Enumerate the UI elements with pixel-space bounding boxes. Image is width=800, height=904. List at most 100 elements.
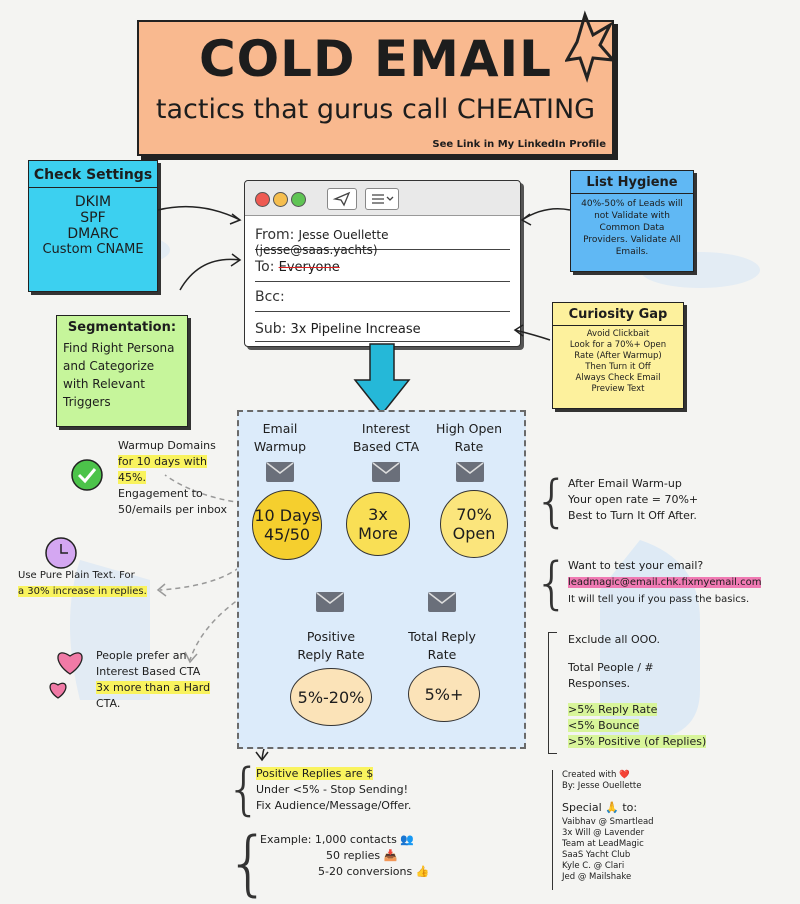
curiosity-line: Preview Text (591, 384, 645, 394)
curiosity-line: Then Turn it Off (585, 362, 651, 372)
envelope-icon (428, 592, 456, 612)
credits-name: SaaS Yacht Club (562, 850, 631, 860)
brace-icon: { (226, 822, 271, 904)
metric-warmup-value: 45/50 (263, 525, 311, 544)
close-dot-icon[interactable] (255, 192, 270, 207)
warmup-right-note: After Email Warm-up Your open rate = 70%… (568, 477, 699, 522)
metric-warmup-circle: 10 Days 45/50 (252, 490, 322, 560)
metrics-box (237, 410, 526, 749)
cta-note-highlight: 3x more than a Hard (96, 681, 211, 694)
menu-icon[interactable] (365, 188, 399, 210)
starburst-icon (565, 10, 615, 83)
credits-name: Jed @ Mailshake (562, 872, 632, 882)
warmup-note-post: Engagement to 50/emails per inbox (118, 487, 227, 516)
segmentation-note: Segmentation: Find Right Persona and Cat… (56, 315, 188, 427)
minimize-dot-icon[interactable] (273, 192, 288, 207)
metric-cta-label: Interest Based CTA (352, 421, 420, 454)
exclude-note: Exclude all OOO. (568, 633, 660, 646)
stat-item: <5% Bounce (568, 719, 640, 732)
bcc-field[interactable]: Bcc: (255, 289, 510, 312)
subject-label: Sub: (255, 321, 287, 337)
envelope-icon (266, 462, 294, 482)
title-main: COLD EMAIL (198, 30, 553, 88)
envelope-icon (456, 462, 484, 482)
subject-value: 3x Pipeline Increase (290, 322, 421, 337)
positive-replies-note: Positive Replies are $ Under <5% - Stop … (256, 766, 436, 814)
from-label: From: (255, 227, 295, 243)
subject-field[interactable]: Sub: 3x Pipeline Increase (255, 321, 510, 342)
warmup-note-pre: Warmup Domains (118, 439, 216, 452)
plain-text-pre: Use Pure Plain Text. For (18, 570, 135, 581)
list-hygiene-note: List Hygiene 40%-50% of Leads will not V… (570, 170, 694, 272)
maximize-dot-icon[interactable] (291, 192, 306, 207)
metric-open-circle: 70% Open (440, 490, 508, 558)
list-hygiene-text: 40%-50% of Leads will not Validate with … (581, 199, 683, 257)
curiosity-gap-title: Curiosity Gap (553, 307, 683, 326)
inbox-icon: 📥 (383, 849, 398, 862)
title-subtitle: tactics that gurus call CHEATING (155, 94, 596, 125)
plain-text-highlight: a 30% increase in replies. (18, 586, 147, 597)
people-icon: 👥 (400, 833, 415, 846)
stat-item: >5% Positive (of Replies) (568, 735, 707, 748)
example-line: 50 replies (326, 849, 381, 862)
credits-name: Kyle C. @ Clari (562, 861, 625, 871)
thumbs-up-icon: 👍 (415, 865, 430, 878)
metric-total-circle: 5%+ (408, 666, 480, 722)
curiosity-gap-note: Curiosity Gap Avoid Clickbait Look for a… (552, 302, 684, 409)
metric-open-label: High Open Rate (435, 421, 503, 454)
metric-cta-circle: 3x More (346, 492, 410, 556)
metric-positive-circle: 5%-20% (290, 668, 372, 726)
cta-note-pre: People prefer an Interest Based CTA (96, 649, 201, 678)
email-window: From: Jesse Ouellette (jesse@saas.yachts… (244, 180, 521, 347)
check-settings-title: Check Settings (29, 167, 157, 188)
send-icon[interactable] (327, 188, 357, 210)
to-label: To: (255, 259, 275, 275)
metric-open-value: 70% (456, 505, 492, 524)
curiosity-line: Avoid Clickbait (586, 329, 650, 339)
metric-positive-label: Positive Reply Rate (297, 629, 365, 662)
credits-name: Team at LeadMagic (562, 839, 644, 849)
metric-total-value: 5%+ (424, 684, 464, 704)
test-email-post: It will tell you if you pass the basics. (568, 594, 750, 605)
stat-item: >5% Reply Rate (568, 703, 658, 716)
total-note: Total People / # Responses. (568, 661, 654, 690)
to-field[interactable]: To: Everyone (255, 259, 510, 282)
credits-special: Special 🙏 to: (562, 801, 638, 814)
test-email-pre: Want to test your email? (568, 559, 704, 572)
bcc-label: Bcc: (255, 289, 285, 305)
curiosity-line: Rate (After Warmup) (574, 351, 662, 361)
brace-icon: { (534, 551, 570, 616)
positive-replies-line: Fix Audience/Message/Offer. (256, 799, 412, 812)
check-settings-item: SPF (80, 210, 106, 226)
check-settings-item: Custom CNAME (42, 242, 144, 257)
check-settings-note: Check Settings DKIM SPF DMARC Custom CNA… (28, 160, 158, 292)
from-field[interactable]: From: Jesse Ouellette (jesse@saas.yachts… (255, 227, 510, 257)
segmentation-title: Segmentation: (67, 320, 177, 335)
warmup-note-highlight: for 10 days with 45%. (118, 455, 207, 484)
credits-by: By: Jesse Ouellette (562, 781, 642, 791)
title-note: See Link in My LinkedIn Profile (432, 139, 606, 150)
segmentation-text: Find Right Persona and Categorize with R… (63, 341, 175, 409)
credits-name: Vaibhav @ Smartlead (562, 817, 654, 827)
clock-icon (45, 537, 77, 569)
positive-replies-highlight: Positive Replies are $ (256, 767, 374, 780)
metric-cta-value: 3x (368, 505, 388, 524)
metric-warmup-value: 10 Days (254, 506, 320, 525)
warmup-note: Warmup Domains for 10 days with 45%. Eng… (118, 438, 233, 518)
metric-positive-value: 5%-20% (297, 687, 365, 707)
title-banner: COLD EMAIL tactics that gurus call CHEAT… (137, 20, 614, 156)
test-email-address[interactable]: leadmagic@email.chk.fixmyemail.com (568, 577, 762, 588)
credits: Created with ❤️ By: Jesse Ouellette Spec… (562, 770, 692, 883)
metric-warmup-label: Email Warmup (253, 421, 307, 454)
from-value: Jesse Ouellette (jesse@saas.yachts) (255, 228, 389, 257)
credits-created: Created with ❤️ (562, 770, 630, 780)
brace-icon: { (534, 469, 570, 534)
checkmark-icon (71, 459, 103, 491)
metric-total-label: Total Reply Rate (408, 629, 476, 662)
list-hygiene-title: List Hygiene (571, 175, 693, 194)
down-arrow-icon (353, 343, 411, 416)
stats-list: >5% Reply Rate <5% Bounce >5% Positive (… (568, 702, 718, 750)
credits-divider (552, 770, 553, 890)
metric-cta-value: More (358, 524, 398, 543)
positive-replies-line: Under <5% - Stop Sending! (256, 783, 409, 796)
